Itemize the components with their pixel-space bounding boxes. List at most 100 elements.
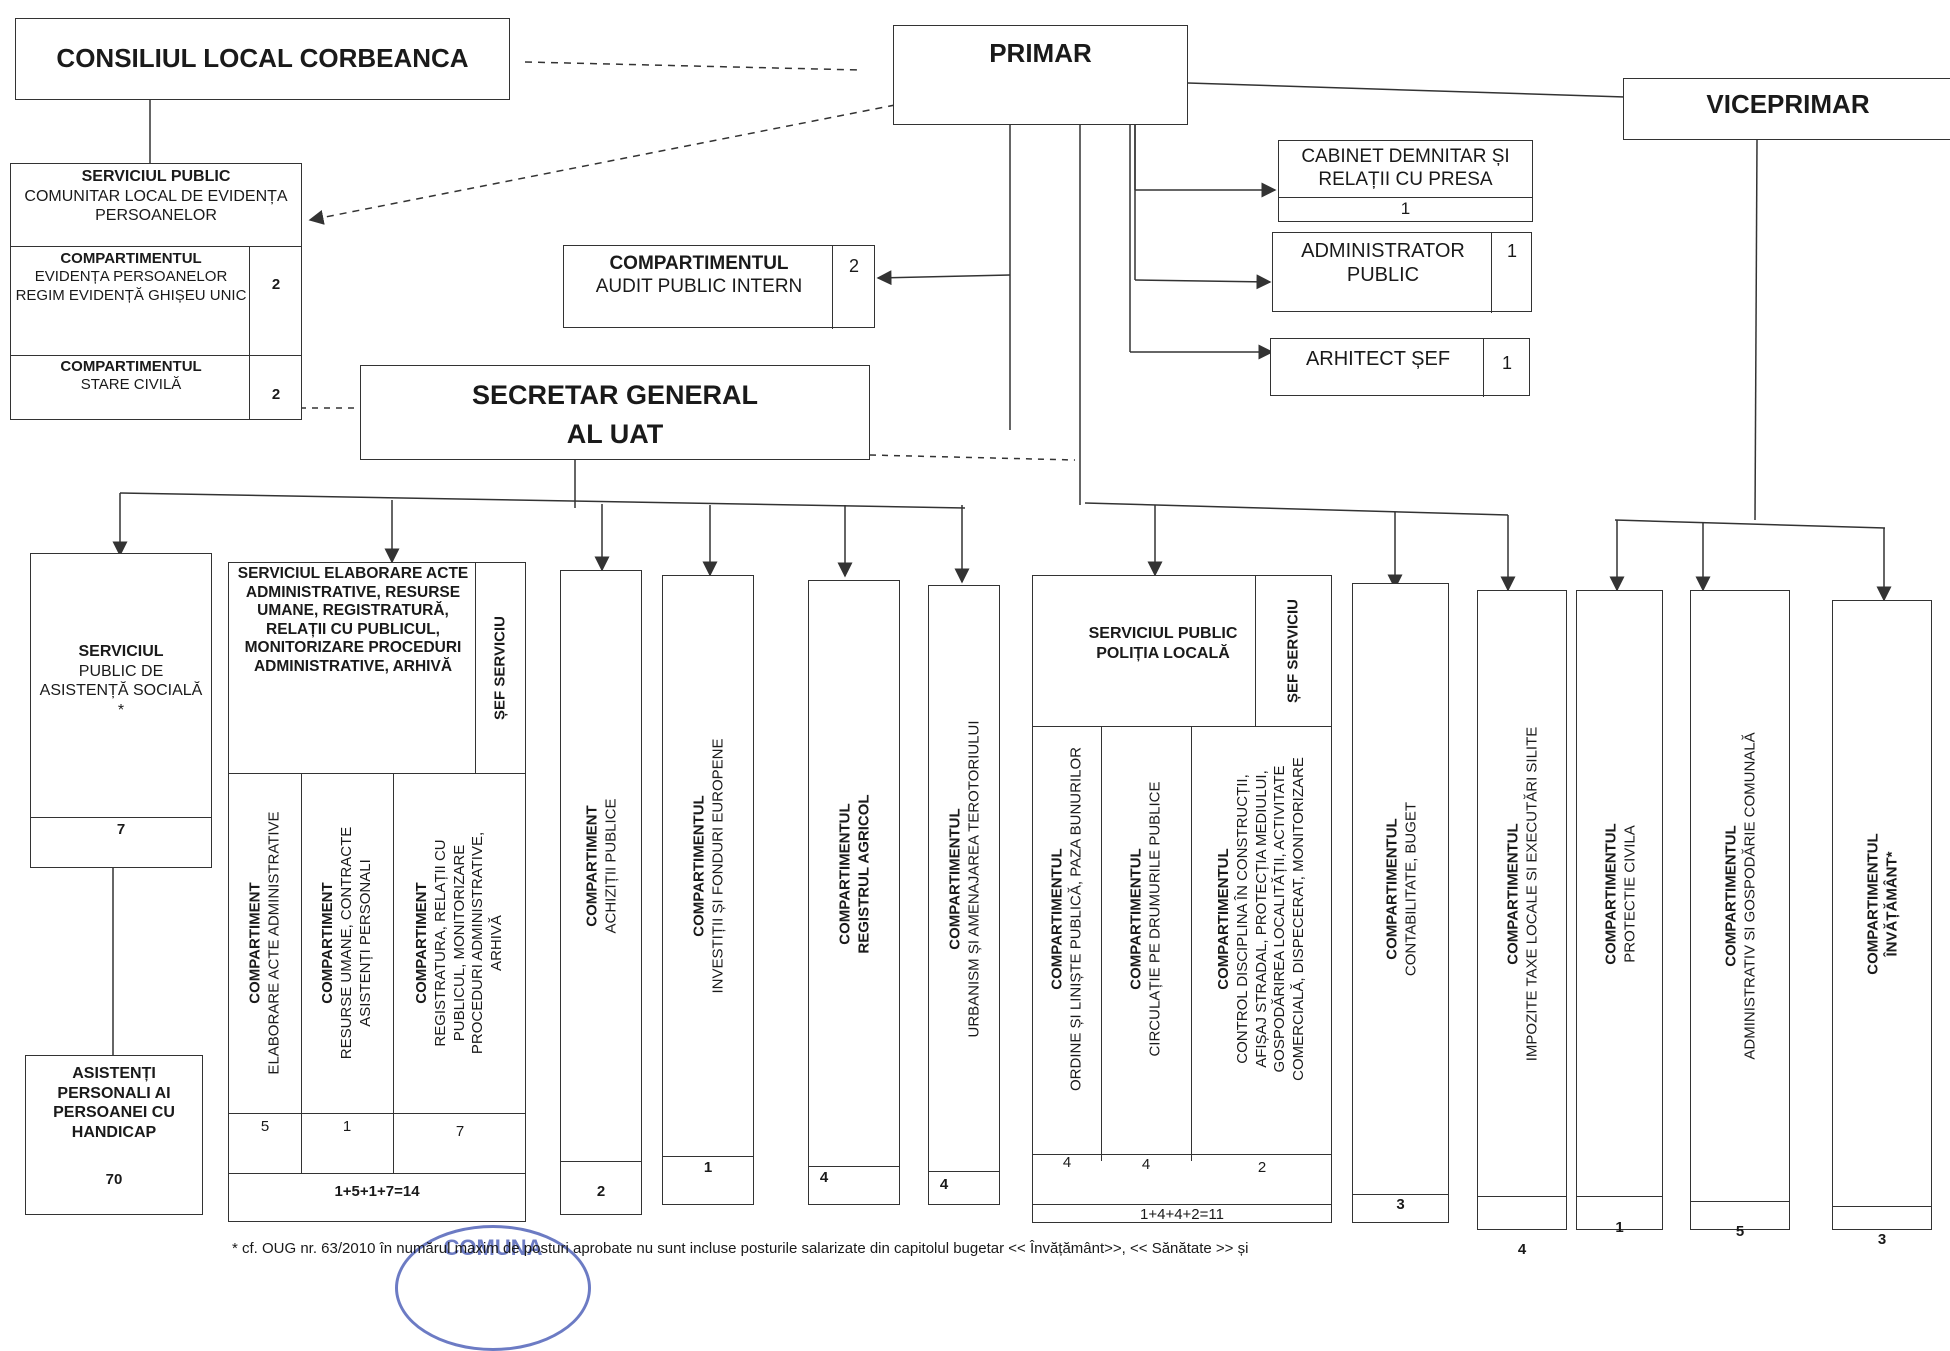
serviciul-acte-c3-head: COMPARTIMENT (413, 882, 431, 1004)
connector-lines (112, 61, 1892, 1055)
evidenta-service-box: SERVICIUL PUBLIC COMUNITAR LOCAL DE EVID… (10, 163, 302, 420)
invatamant-num: 3 (1877, 1231, 1887, 1248)
contabilitate-label: COMPARTIMENTUL CONTABILITATE, BUGET (1383, 802, 1421, 976)
serviciul-acte-c2: COMPARTIMENT RESURSE UMANE, CONTRACTE AS… (319, 827, 375, 1060)
politia-c1-head: COMPARTIMENTUL (1048, 847, 1066, 990)
achizitii-num: 2 (596, 1183, 606, 1200)
serviciul-acte-c3-text1: REGISTRATURA, RELAȚII CU (431, 839, 449, 1047)
serviciul-acte-c3-num: 7 (455, 1123, 465, 1140)
serviciul-acte-c1-text: ELABORARE ACTE ADMINISTRATIVE (265, 811, 282, 1075)
administrativ-box: COMPARTIMENTUL ADMINISTRATIV SI GOSPODĂR… (1690, 590, 1790, 1240)
asistenta-head: SERVICIUL (78, 643, 164, 660)
audit-num: 2 (848, 256, 859, 276)
urbanism-text: URBANISM ȘI AMENAJAREA TEROTORIULUI (965, 719, 982, 1038)
evidenta-comp1-num: 2 (271, 276, 281, 293)
arhitect-box: ARHITECT ȘEF 1 (1270, 338, 1530, 397)
asistenta-num: 7 (116, 821, 126, 838)
protectie-label: COMPARTIMENTUL PROTECTIE CIVILA (1602, 823, 1640, 964)
serviciul-acte-c2-num: 1 (342, 1118, 352, 1135)
evidenta-comp2-num: 2 (271, 386, 281, 403)
arhitect-num: 1 (1501, 353, 1512, 373)
evidenta-comp1: COMPARTIMENTUL EVIDENȚA PERSOANELOR REGI… (15, 250, 247, 305)
serviciul-acte-c2-text2: ASISTENȚI PERSONALI (356, 859, 374, 1027)
politia-box: SERVICIUL PUBLIC POLIȚIA LOCALĂ ȘEF SERV… (1032, 575, 1332, 1223)
serviciul-acte-c1-num: 5 (260, 1118, 270, 1135)
politia-c3-text2: AFIȘAJ STRADAL, PROTECȚIA MEDIULUI, (1252, 769, 1270, 1068)
impozite-text: IMPOZITE TAXE LOCALE SI EXECUTĂRI SILITE (1523, 726, 1540, 1061)
politia-c1-num: 4 (1062, 1154, 1072, 1171)
audit-label: COMPARTIMENTUL AUDIT PUBLIC INTERN (568, 252, 830, 298)
secretar-line1: SECRETAR GENERAL (471, 380, 759, 410)
urbanism-label: COMPARTIMENTUL URBANISM ȘI AMENAJAREA TE… (946, 720, 984, 1037)
impozite-label: COMPARTIMENTUL IMPOZITE TAXE LOCALE SI E… (1504, 726, 1542, 1061)
politia-c3-text1: CONTROL DISCIPLINA ÎN CONSTRUCȚII, (1233, 773, 1251, 1064)
secretar-box: SECRETAR GENERAL AL UAT (360, 365, 870, 460)
evidenta-title-bold: SERVICIUL PUBLIC (81, 168, 231, 185)
registrul-label: COMPARTIMENTUL REGISTRUL AGRICOL (836, 794, 874, 953)
evidenta-comp1-head: COMPARTIMENTUL (60, 250, 202, 267)
invatamant-text: ÎNVĂȚĂMÂNT* (1883, 851, 1900, 956)
politia-title: SERVICIUL PUBLIC POLIȚIA LOCALĂ (1088, 625, 1238, 662)
administrator-box: ADMINISTRATOR PUBLIC 1 (1272, 232, 1532, 313)
primar-label: PRIMAR (989, 38, 1092, 68)
investitii-box: COMPARTIMENTUL INVESTIȚII ȘI FONDURI EUR… (662, 575, 754, 1205)
protectie-head: COMPARTIMENTUL (1601, 822, 1619, 965)
contabilitate-num: 3 (1396, 1196, 1405, 1213)
asistenti-num: 70 (105, 1171, 123, 1188)
stamp-text: COMUNA (443, 1235, 543, 1260)
politia-c3-head: COMPARTIMENTUL (1215, 847, 1233, 990)
serviciul-acte-c3-text3: PROCEDURI ADMINISTRATIVE, (469, 831, 487, 1055)
politia-c2-text: CIRCULAȚIE PE DRUMURILE PUBLICE (1146, 780, 1163, 1057)
audit-head: COMPARTIMENTUL (609, 253, 789, 274)
administrator-label: ADMINISTRATOR PUBLIC (1301, 240, 1465, 287)
achizitii-box: COMPARTIMENT ACHIZIȚII PUBLICE 2 (560, 570, 642, 1215)
administrativ-label: COMPARTIMENTUL ADMINISTRATIV SI GOSPODĂR… (1722, 732, 1760, 1059)
politia-c3-text3: GOSPODĂRIREA LOCALITĂȚII, ACTIVITATE (1271, 764, 1289, 1073)
secretar-line2: AL UAT (566, 419, 664, 450)
contabilitate-head: COMPARTIMENTUL (1382, 818, 1400, 960)
urbanism-box: COMPARTIMENTUL URBANISM ȘI AMENAJAREA TE… (928, 585, 1000, 1205)
protectie-text: PROTECTIE CIVILA (1620, 824, 1638, 963)
administrativ-text: ADMINISTRATIV SI GOSPODĂRIE COMUNALĂ (1741, 732, 1758, 1060)
cabinet-num: 1 (1400, 199, 1411, 218)
protectie-num: 1 (1615, 1219, 1624, 1236)
serviciul-acte-c2-head: COMPARTIMENT (318, 882, 336, 1004)
investitii-label: COMPARTIMENTUL INVESTIȚII ȘI FONDURI EUR… (690, 738, 728, 993)
investitii-head: COMPARTIMENTUL (690, 795, 708, 937)
evidenta-title: SERVICIUL PUBLIC COMUNITAR LOCAL DE EVID… (21, 167, 291, 226)
registrul-box: COMPARTIMENTUL REGISTRUL AGRICOL 4 (808, 580, 900, 1205)
politia-c2: COMPARTIMENTUL CIRCULAȚIE PE DRUMURILE P… (1127, 781, 1165, 1056)
serviciul-acte-c1-head: COMPARTIMENT (246, 882, 264, 1004)
consiliu-box: CONSILIUL LOCAL CORBEANCA (15, 18, 510, 100)
investitii-num: 1 (703, 1159, 713, 1176)
cabinet-label: CABINET DEMNITAR ȘI RELAȚII CU PRESA (1301, 146, 1510, 191)
evidenta-comp1-text: EVIDENȚA PERSOANELOR REGIM EVIDENȚĂ GHIȘ… (15, 268, 247, 304)
politia-total: 1+4+4+2=11 (1140, 1206, 1224, 1223)
viceprimar-label: VICEPRIMAR (1706, 89, 1870, 119)
serviciul-acte-c2-text1: RESURSE UMANE, CONTRACTE (337, 826, 355, 1060)
serviciul-acte-box: SERVICIUL ELABORARE ACTE ADMINISTRATIVE,… (228, 562, 526, 1222)
viceprimar-box: VICEPRIMAR (1623, 78, 1950, 140)
serviciul-acte-c3-text2: PUBLICUL, MONITORIZARE (450, 844, 468, 1042)
impozite-head: COMPARTIMENTUL (1504, 822, 1522, 965)
politia-c1: COMPARTIMENTUL ORDINE ȘI LINIȘTE PUBLICĂ… (1048, 747, 1086, 1091)
cabinet-box: CABINET DEMNITAR ȘI RELAȚII CU PRESA 1 (1278, 140, 1533, 222)
invatamant-head: COMPARTIMENTUL (1864, 832, 1882, 975)
registrul-num: 4 (819, 1169, 829, 1186)
urbanism-head: COMPARTIMENTUL (946, 807, 964, 950)
impozite-num: 4 (1517, 1241, 1527, 1258)
serviciul-acte-c1: COMPARTIMENT ELABORARE ACTE ADMINISTRATI… (246, 811, 284, 1074)
politia-c1-text: ORDINE ȘI LINIȘTE PUBLICĂ, PAZA BUNURILO… (1067, 746, 1084, 1091)
asistenta-text: PUBLIC DE ASISTENȚĂ SOCIALĂ * (39, 662, 203, 719)
impozite-box: COMPARTIMENTUL IMPOZITE TAXE LOCALE SI E… (1477, 590, 1567, 1258)
evidenta-title-rest: COMUNITAR LOCAL DE EVIDENȚA PERSOANELOR (24, 187, 288, 225)
serviciul-acte-total: 1+5+1+7=14 (334, 1183, 420, 1200)
politia-c3-text4: COMERCIALĂ, DISPECERAT, MONITORIZARE (1290, 756, 1308, 1081)
administrator-num: 1 (1506, 241, 1517, 261)
investitii-text: INVESTIȚII ȘI FONDURI EUROPENE (709, 738, 726, 994)
registrul-text: REGISTRUL AGRICOL (855, 793, 872, 954)
administrativ-head: COMPARTIMENTUL (1722, 825, 1740, 967)
achizitii-label: COMPARTIMENT ACHIZIȚII PUBLICE (583, 798, 621, 933)
primar-box: PRIMAR (893, 25, 1188, 125)
audit-text: AUDIT PUBLIC INTERN (595, 276, 803, 298)
